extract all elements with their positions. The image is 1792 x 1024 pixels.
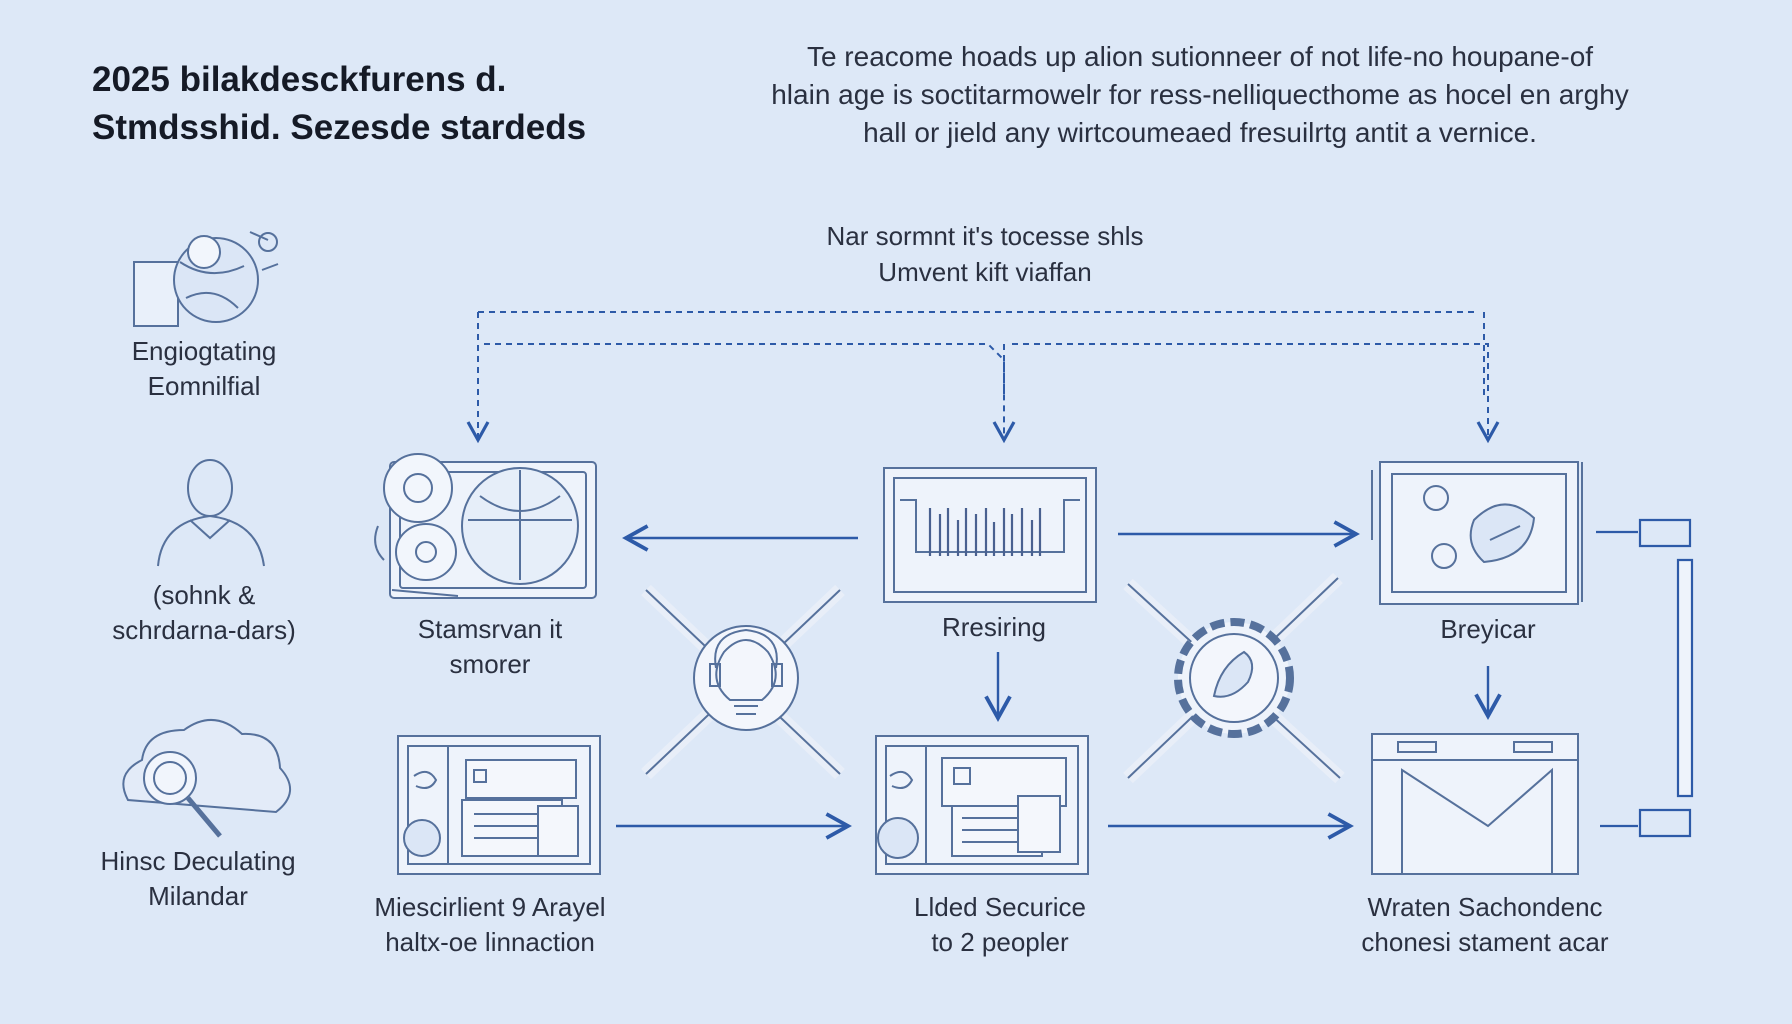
title-line-1: 2025 bilakdesckfurens d.: [92, 60, 507, 99]
node-label-line: Breyicar: [1440, 614, 1536, 644]
sidebar-item-label: Hinsc Deculating: [100, 846, 296, 876]
lightbulb-headphones-icon: [641, 584, 845, 780]
document-panel-icon: [397, 735, 601, 875]
node-label-bottom-left: Miescirlient 9 Arayel haltx-oe linnactio…: [340, 890, 640, 960]
dashed-connectors: [466, 311, 1500, 444]
sidebar-item-engiogtating: Engiogtating Eomnilfial: [84, 334, 324, 404]
title-line-2: Stmdsshid. Sezesde stardeds: [92, 108, 587, 147]
flow-caption-line-1: Nar sormnt it's tocesse shls: [826, 221, 1144, 251]
intro-paragraph: Te reacome hoads up alion sutionneer of …: [720, 38, 1680, 152]
solid-arrows: [616, 520, 1502, 840]
barcode-icon: [883, 467, 1097, 603]
gear-hand-icon: [1123, 572, 1345, 784]
magnifier-icon: [122, 718, 291, 838]
node-label-bottom-mid: Llded Securice to 2 peopler: [860, 890, 1140, 960]
envelope-icon: [1371, 733, 1579, 875]
sidebar-item-hinsc: Hinsc Deculating Milandar: [72, 844, 324, 914]
node-label-top-left: Stamsrvan it smorer: [370, 612, 610, 682]
sidebar-item-sublabel: Eomnilfial: [147, 371, 261, 401]
node-label-line: to 2 peopler: [931, 927, 1069, 957]
node-label-line: Llded Securice: [914, 892, 1086, 922]
intro-line-3: hall or jield any wirtcoumeaed fresuilrt…: [863, 117, 1537, 148]
robot-map-icon: [374, 453, 597, 599]
machine-icon: [1371, 461, 1583, 605]
node-label-line: Stamsrvan it: [417, 614, 563, 644]
node-label-top-right: Breyicar: [1368, 612, 1608, 647]
return-bracket: [1596, 518, 1694, 838]
sidebar-item-label: Engiogtating: [131, 336, 277, 366]
page-title: 2025 bilakdesckfurens d. Stmdsshid. Seze…: [92, 56, 732, 152]
node-label-line: Miescirlient 9 Arayel: [374, 892, 606, 922]
node-label-top-mid: Rresiring: [874, 610, 1114, 645]
sidebar-item-sohnk: (sohnk & schrdarna-dars): [84, 578, 324, 648]
sidebar-item-label: (sohnk &: [152, 580, 256, 610]
node-label-line: chonesi stament acar: [1361, 927, 1609, 957]
node-label-line: smorer: [449, 649, 531, 679]
flow-caption: Nar sormnt it's tocesse shls Umvent kift…: [760, 218, 1210, 290]
document-panel-icon-2: [875, 735, 1089, 875]
node-label-bottom-right: Wraten Sachondenc chonesi stament acar: [1330, 890, 1640, 960]
globe-icon: [133, 231, 279, 327]
node-label-line: Wraten Sachondenc: [1367, 892, 1603, 922]
intro-line-1: Te reacome hoads up alion sutionneer of …: [806, 41, 1594, 72]
node-label-line: Rresiring: [941, 612, 1047, 642]
intro-line-2: hlain age is soctitarmowelr for ress-nel…: [771, 79, 1629, 110]
sidebar-item-sublabel: Milandar: [148, 881, 248, 911]
flow-caption-line-2: Umvent kift viaffan: [878, 257, 1092, 287]
person-icon: [157, 459, 265, 567]
sidebar-item-sublabel: schrdarna-dars): [112, 615, 296, 645]
node-label-line: haltx-oe linnaction: [385, 927, 595, 957]
